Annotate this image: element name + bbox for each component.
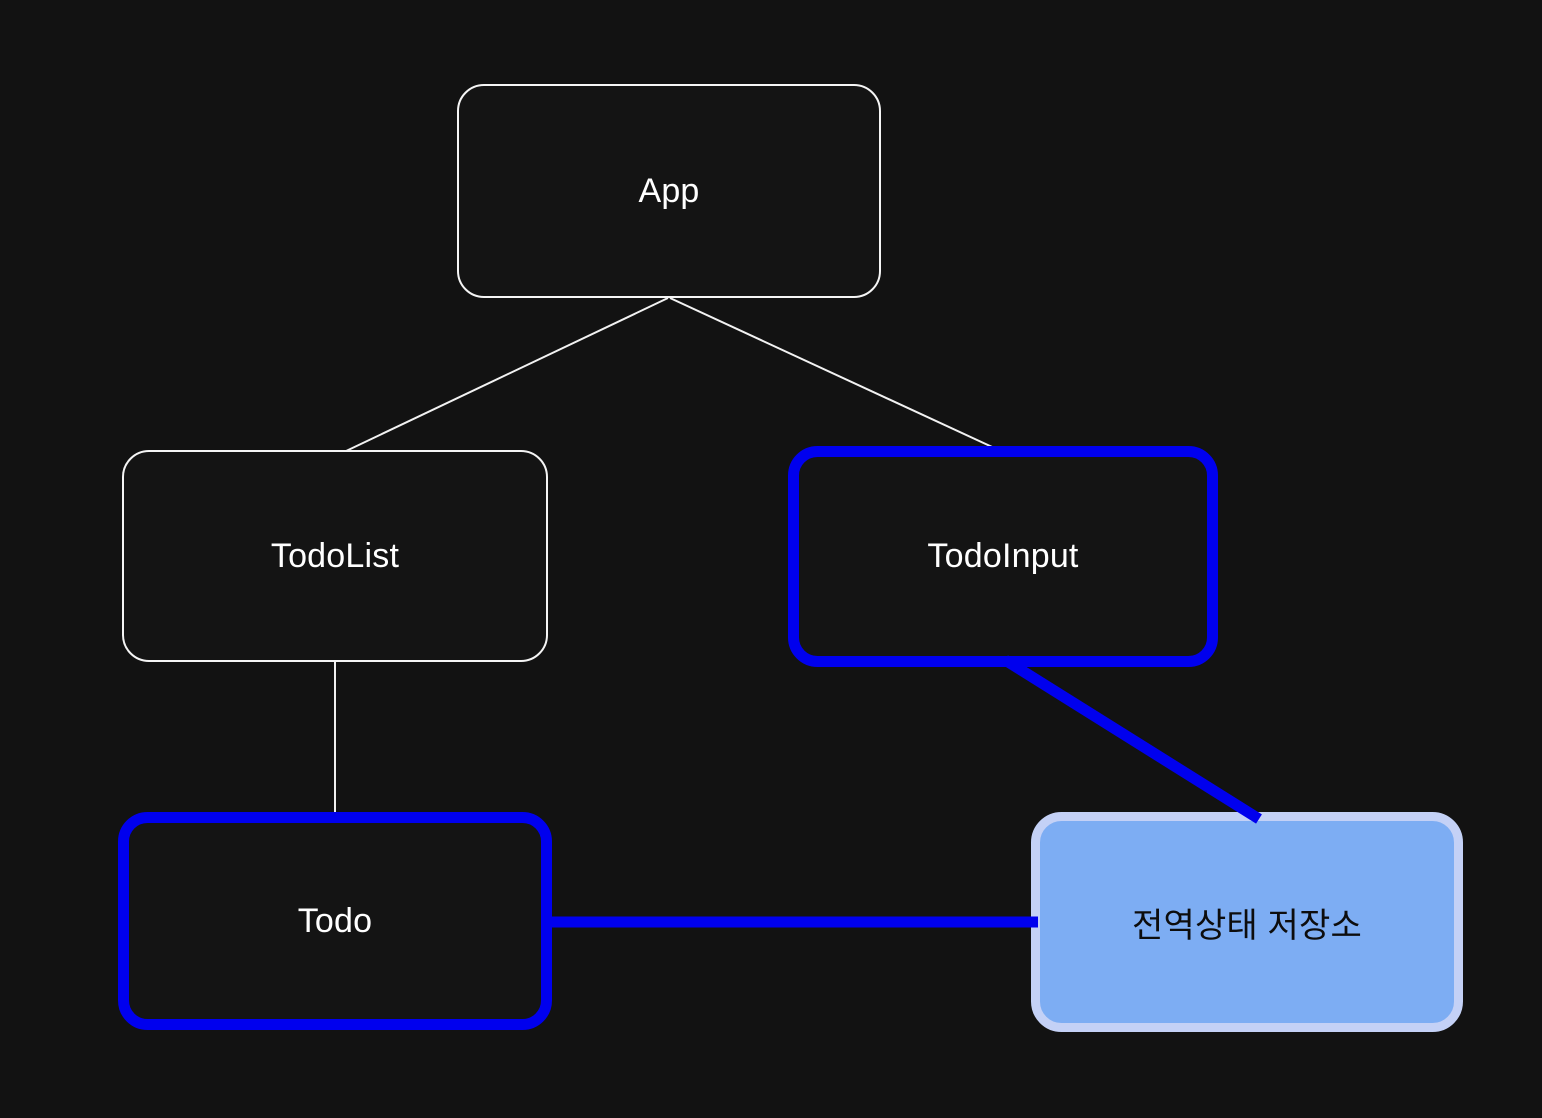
node-todoinput-box	[788, 446, 1218, 667]
edge-todoinput-store	[1002, 655, 1262, 824]
node-todo-box	[118, 812, 552, 1030]
node-app-box	[457, 84, 881, 298]
edge-app-todolist	[343, 297, 669, 453]
edge-app-todoinput	[669, 297, 1004, 453]
node-todolist-box	[122, 450, 548, 662]
node-store-box	[1031, 812, 1463, 1032]
